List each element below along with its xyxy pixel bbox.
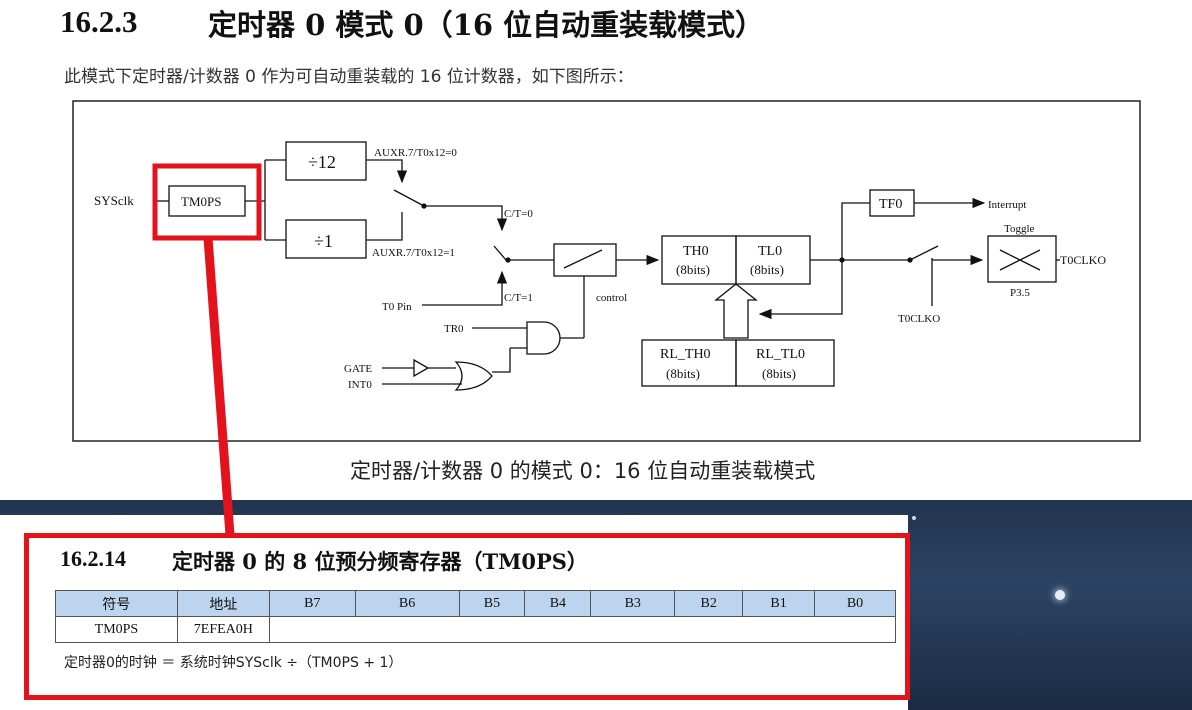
gate-label: GATE [344, 363, 372, 375]
header-cell: B1 [742, 590, 816, 617]
tl0-bits: (8bits) [750, 262, 784, 277]
div1-block [285, 219, 367, 259]
rl-tl0-bits: (8bits) [762, 366, 796, 381]
rl-tl0-label: RL_TL0 [756, 347, 805, 362]
table-header-row: 符号 地址 B7 B6 B5 B4 B3 B2 B1 B0 [55, 590, 896, 617]
t0clko-output-label: T0CLKO [1060, 253, 1106, 267]
rl-tl0-register [735, 339, 835, 387]
div12-block [285, 141, 367, 181]
buffer-gate [413, 358, 430, 378]
int0-label: INT0 [348, 379, 372, 391]
symbol-cell: TM0PS [55, 616, 178, 643]
or-gate [454, 361, 493, 391]
header-cell: B3 [590, 590, 676, 617]
div1-label: ÷1 [314, 231, 333, 251]
section-title: 定时器 0 模式 0（16 位自动重装载模式） [208, 8, 765, 42]
intro-text: 此模式下定时器/计数器 0 作为可自动重装载的 16 位计数器，如下图所示： [64, 67, 634, 87]
header-cell: B4 [524, 590, 592, 617]
header-cell: B6 [354, 590, 460, 617]
register-highlight-box [24, 533, 910, 700]
div12-label: ÷12 [308, 152, 336, 172]
document-page [0, 0, 1192, 500]
rl-th0-label: RL_TH0 [660, 347, 711, 362]
register-section-number: 16.2.14 [60, 546, 126, 571]
auxr1-label: AUXR.7/T0x12=1 [372, 247, 455, 259]
section-number: 16.2.3 [60, 4, 138, 39]
auxr0-label: AUXR.7/T0x12=0 [374, 147, 457, 159]
tr0-label: TR0 [444, 323, 464, 335]
control-label: control [596, 292, 627, 304]
and-gate [526, 321, 561, 355]
light-dot-small [912, 516, 916, 520]
header-cell: B0 [814, 590, 896, 617]
timer-mode0-diagram: SYSclk TM0PS ÷12 ÷1 AUXR.7/T0x12=0 AUXR.… [72, 100, 1142, 442]
table-row: TM0PS 7EFEA0H [55, 616, 897, 643]
p35-label: P3.5 [1010, 287, 1030, 299]
reload-arrow [714, 283, 758, 339]
clock-formula: 定时器0的时钟 ＝ 系统时钟SYSclk ÷（TM0PS + 1） [64, 655, 403, 671]
tl0-label: TL0 [758, 244, 782, 259]
light-dot [1055, 590, 1065, 600]
toggle-label: Toggle [1004, 223, 1035, 235]
ct0-label: C/T=0 [504, 208, 533, 220]
tf0-label: TF0 [879, 197, 902, 212]
bits-cell [268, 616, 897, 643]
header-cell: 符号 [55, 590, 178, 617]
tm0ps-label: TM0PS [181, 194, 221, 209]
header-cell: B2 [674, 590, 744, 617]
figure-caption: 定时器/计数器 0 的模式 0：16 位自动重装载模式 [350, 459, 816, 483]
t0pin-label: T0 Pin [382, 301, 412, 313]
sysclk-label: SYSclk [94, 193, 134, 208]
ct1-label: C/T=1 [504, 292, 533, 304]
interrupt-label: Interrupt [988, 199, 1026, 211]
header-cell: 地址 [176, 590, 270, 617]
rl-th0-bits: (8bits) [666, 366, 700, 381]
diagram-frame [72, 100, 1141, 442]
toggle-block [987, 235, 1057, 283]
th0-label: TH0 [683, 244, 709, 259]
t0clko-switch-label: T0CLKO [898, 313, 940, 325]
register-table: 符号 地址 B7 B6 B5 B4 B3 B2 B1 B0 TM0PS 7EFE… [55, 590, 897, 643]
address-cell: 7EFEA0H [176, 616, 270, 643]
control-switch [553, 243, 617, 277]
th0-bits: (8bits) [676, 262, 710, 277]
register-section-title: 定时器 0 的 8 位预分频寄存器（TM0PS） [172, 549, 588, 574]
